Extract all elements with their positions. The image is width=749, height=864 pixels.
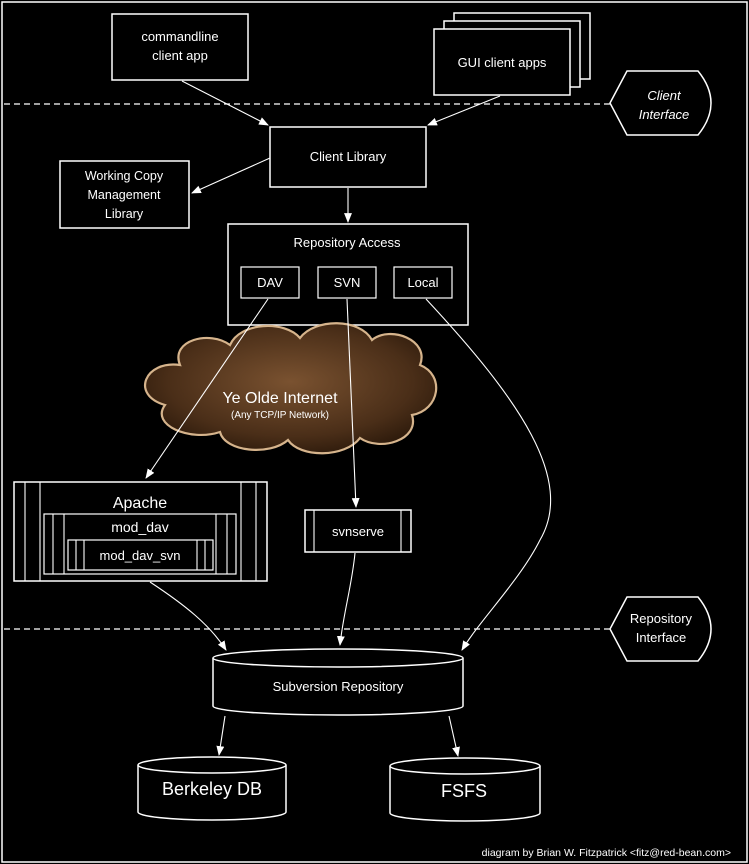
apache-label: Apache	[113, 495, 167, 512]
dav-label: DAV	[257, 275, 283, 290]
internet-subtitle: (Any TCP/IP Network)	[231, 410, 329, 421]
arrow-library-to-working-copy	[191, 157, 271, 194]
mod-dav-svn-label: mod_dav_svn	[100, 548, 181, 563]
internet-title: Ye Olde Internet	[222, 390, 338, 407]
client-interface-label-2: Interface	[639, 107, 690, 122]
arrow-repository-to-fsfs	[448, 715, 460, 757]
berkeley-db-label: Berkeley DB	[162, 779, 262, 799]
connectors	[145, 80, 552, 757]
subversion-repository-cylinder: Subversion Repository	[212, 648, 464, 716]
local-label: Local	[407, 275, 438, 290]
working-copy-label-2: Management	[88, 188, 161, 202]
client-interface-label-1: Client	[647, 88, 682, 103]
commandline-label-1: commandline	[141, 29, 218, 44]
mod-dav-svn-box	[67, 539, 214, 571]
working-copy-box: Working Copy Management Library	[59, 160, 190, 229]
internet-cloud: Ye Olde Internet (Any TCP/IP Network)	[144, 322, 438, 455]
repository-access-box: Repository Access DAV SVN Local	[227, 223, 469, 326]
repository-interface-label-2: Interface	[636, 630, 687, 645]
arrow-commandline-to-library	[181, 80, 269, 126]
svnserve-label: svnserve	[332, 524, 384, 539]
arrow-local-to-repository	[425, 298, 552, 651]
repository-access-label: Repository Access	[294, 235, 401, 250]
client-interface-tag: Client Interface	[609, 70, 712, 136]
subversion-repository-label: Subversion Repository	[273, 679, 404, 694]
arrow-repository-to-berkeley	[216, 715, 226, 756]
commandline-client-box: commandline client app	[111, 13, 249, 81]
commandline-label-2: client app	[152, 48, 208, 63]
working-copy-label-1: Working Copy	[85, 169, 164, 183]
local-box	[393, 266, 453, 299]
client-library-box: Client Library	[269, 126, 427, 188]
credit-text: diagram by Brian W. Fitzpatrick <fitz@re…	[482, 847, 731, 859]
arrow-svn-to-svnserve	[346, 298, 360, 508]
fsfs-label: FSFS	[441, 781, 487, 801]
svnserve-box: svnserve	[304, 509, 412, 553]
apache-box: Apache mod_dav mod_dav_svn	[13, 481, 268, 582]
gui-label: GUI client apps	[458, 55, 547, 70]
fsfs-cylinder: FSFS	[389, 757, 541, 822]
repository-interface-tag: Repository Interface	[609, 596, 712, 662]
arrow-gui-to-library	[427, 95, 501, 126]
berkeley-db-cylinder: Berkeley DB	[137, 756, 287, 821]
arrow-svnserve-to-repository	[336, 552, 356, 646]
svn-box	[317, 266, 377, 299]
gui-client-apps-box: GUI client apps	[433, 12, 591, 96]
arrow-dav-to-apache	[145, 298, 269, 479]
arrow-apache-to-repository	[149, 581, 227, 651]
repository-interface-label-1: Repository	[630, 611, 693, 626]
svn-label: SVN	[334, 275, 361, 290]
mod-dav-label: mod_dav	[111, 519, 169, 535]
dav-box	[240, 266, 300, 299]
working-copy-label-3: Library	[105, 207, 144, 221]
client-library-label: Client Library	[310, 149, 387, 164]
